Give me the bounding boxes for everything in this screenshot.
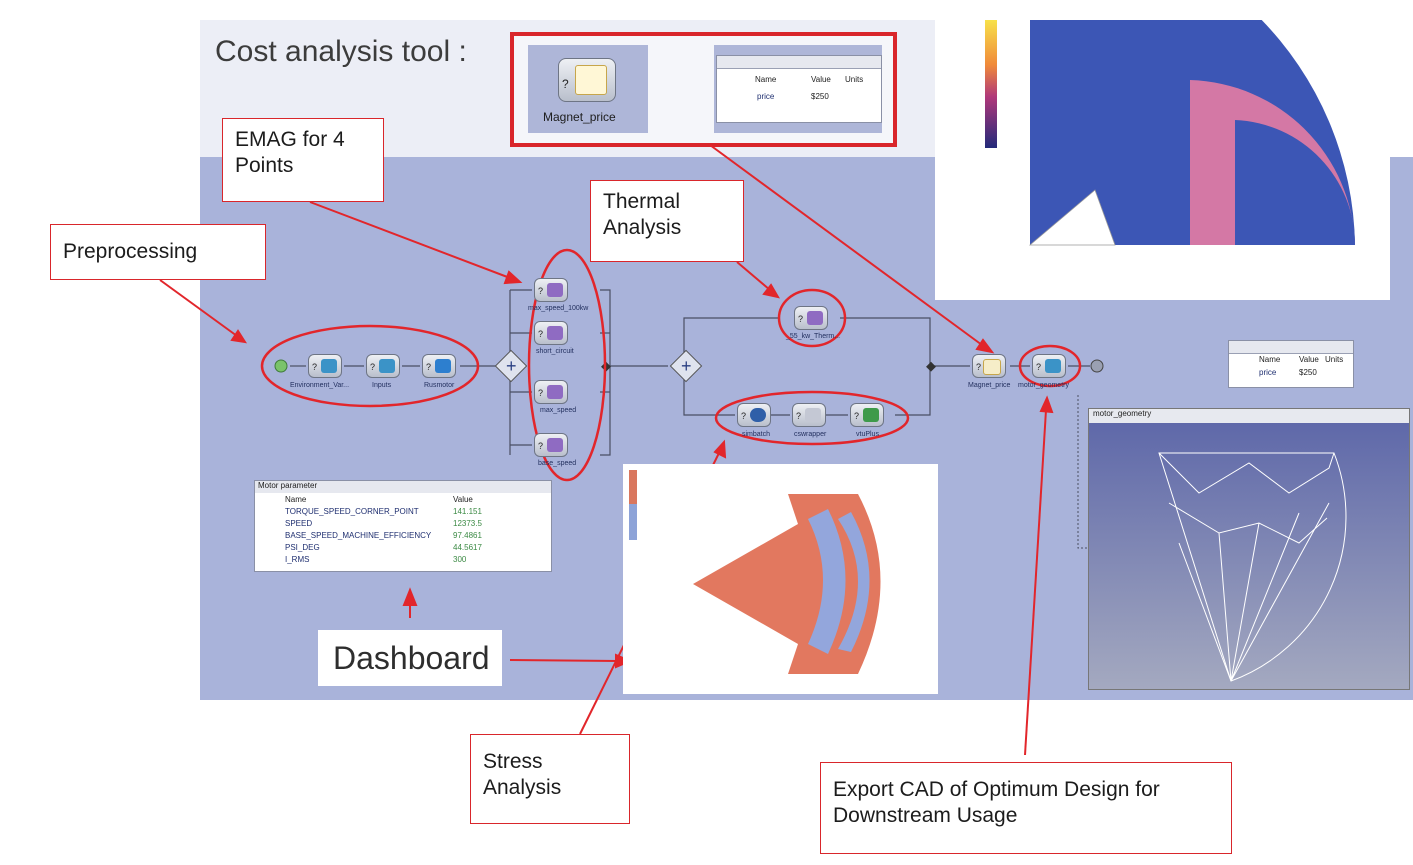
node-magnet-price[interactable]: ? [972,354,1006,378]
dashboard-row-value: 12373.5 [453,519,482,528]
cost-table-header-units: Units [845,75,864,84]
stress-contour-plot [629,470,881,674]
node-thermal[interactable]: ? [794,306,828,330]
svg-text:+: + [681,356,692,376]
node-simbatch-label: simbatch [742,431,771,438]
dashboard-header-name: Name [285,495,307,504]
node-magnet-price-label: Magnet_price [968,382,1011,389]
dashboard-row-name: PSI_DEG [285,543,320,552]
dashboard-panel: Motor parameter Name Value TORQUE_SPEED_… [254,480,552,572]
cost-table-header-value: Value [811,75,831,84]
dashboard-row-name: SPEED [285,519,313,528]
callout-emag: EMAG for 4 Points [222,118,384,202]
cost-tool-heading: Cost analysis tool : [215,35,467,68]
cost-table-titlebar [717,56,881,69]
node-simbatch[interactable]: ? [737,403,771,427]
workflow-end-icon [1090,359,1104,373]
dashboard-row-value: 141.151 [453,507,482,516]
cost-table-row-value: $250 [811,92,829,101]
emag-mesh-corner [1028,189,1116,246]
workflow-price-header-name: Name [1259,355,1281,364]
node-max-speed[interactable]: ? [534,380,568,404]
workflow-price-table-titlebar [1229,341,1353,354]
node-environment[interactable]: ? [308,354,342,378]
node-rusmotor[interactable]: ? [422,354,456,378]
motor-geometry-wireframe [1158,452,1347,682]
callout-preprocessing: Preprocessing [50,224,266,280]
cost-table-header-name: Name [755,75,777,84]
dashboard-label-box [318,630,502,686]
node-short-circuit[interactable]: ? [534,321,568,345]
dashboard-row-value: 44.5617 [453,543,482,552]
node-short-circuit-label: short_circuit [536,348,574,355]
dashboard-panel-title: Motor parameter [255,481,551,493]
emag-contour-plot [985,20,1355,246]
emag-colorbar [985,20,997,148]
dashboard-row-name: TORQUE_SPEED_CORNER_POINT [285,507,419,516]
node-cswrapper[interactable]: ? [792,403,826,427]
dashboard-header-value: Value [453,495,473,504]
workflow-price-table: Name Value Units price $250 [1228,340,1354,388]
workflow-start-icon [274,359,288,373]
node-environment-label: Environment_Var... [290,382,350,389]
node-base-speed[interactable]: ? [534,433,568,457]
dashboard-row-value: 97.4861 [453,531,482,540]
node-max-speed-label: max_speed [540,407,577,414]
motor-geometry-panel: motor_geometry [1088,408,1410,690]
dashboard-label: Dashboard [333,640,490,676]
magnet-price-node-label: Magnet_price [543,110,616,124]
dashboard-row-name: I_RMS [285,555,310,564]
motor-geometry-panel-title: motor_geometry [1089,409,1409,423]
svg-text:+: + [506,356,517,376]
callout-thermal: Thermal Analysis [590,180,744,262]
node-motor-geometry-label: motor_geometry [1018,382,1069,389]
cost-table-row-name: price [757,92,775,101]
node-visplus[interactable]: ? [850,403,884,427]
node-inputs[interactable]: ? [366,354,400,378]
dashboard-row-name: BASE_SPEED_MACHINE_EFFICIENCY [285,531,432,540]
magnet-price-node[interactable]: ? [558,58,616,102]
node-cswrapper-label: cswrapper [794,431,827,438]
node-max-speed-100kw[interactable]: ? [534,278,568,302]
node-visplus-label: vtuPlus [856,431,879,438]
node-rusmotor-label: Rusmotor [424,382,455,389]
node-max-speed-100kw-label: max_speed_100kw [528,305,589,312]
callout-stress: Stress Analysis [470,734,630,824]
workflow-price-row-name: price [1259,368,1277,377]
dashboard-row-value: 300 [453,555,467,564]
workflow-price-row-value: $250 [1299,368,1317,377]
cost-price-table: Name Value Units price $250 [716,55,882,123]
workflow-price-header-value: Value [1299,355,1319,364]
node-inputs-label: Inputs [372,382,392,389]
node-motor-geometry[interactable]: ? [1032,354,1066,378]
node-thermal-label: _55_kw_Therm... [786,333,841,340]
node-base-speed-label: base_speed [538,460,577,467]
callout-export: Export CAD of Optimum Design for Downstr… [820,762,1232,854]
workflow-price-header-units: Units [1325,355,1344,364]
